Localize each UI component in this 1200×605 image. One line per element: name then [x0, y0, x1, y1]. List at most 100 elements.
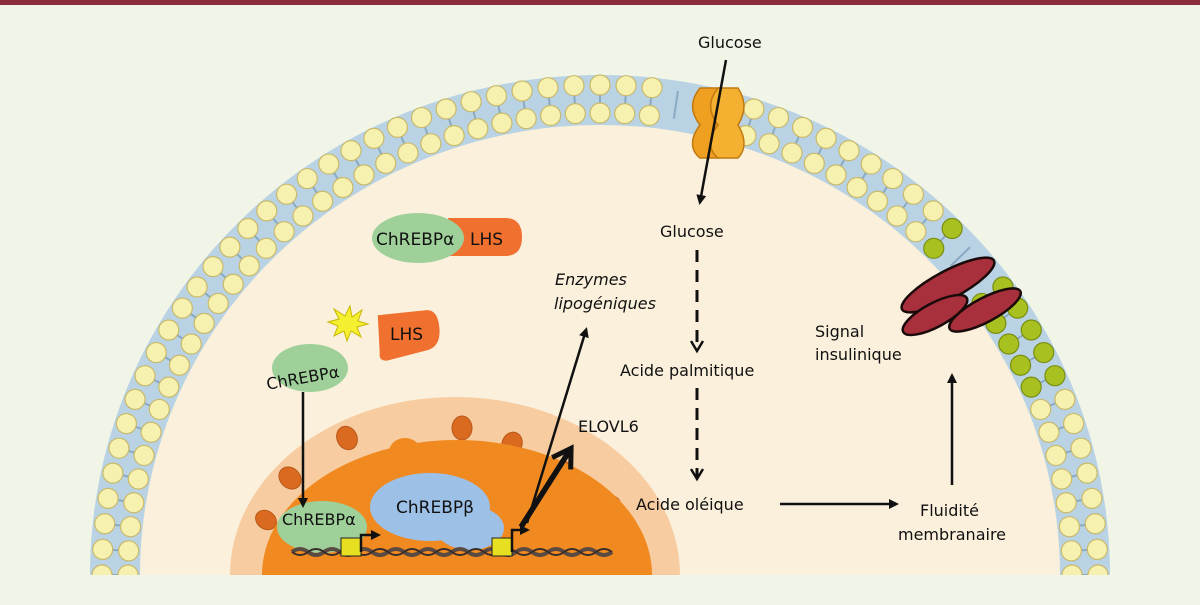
lipid-head-inner — [1045, 444, 1067, 467]
chrebp-lhs-complex: ChREBPα LHS — [372, 213, 522, 263]
lipid-head-outer — [838, 140, 860, 162]
lipid-head-inner — [255, 237, 277, 259]
lipid-head-outer — [743, 98, 765, 120]
lipid-head-outer — [1087, 564, 1109, 575]
arrow-to-elovl6 — [518, 450, 570, 529]
lipid-head-inner — [193, 312, 215, 334]
arrow-to-lipogenic-enzymes — [525, 327, 589, 524]
lipid-head-inner — [540, 104, 562, 127]
lipid-head-inner — [589, 102, 611, 124]
insulin-signal-label-line1: Signal — [815, 322, 864, 341]
lipid-head-inner — [397, 142, 419, 164]
lipid-head-inner — [127, 468, 149, 490]
lipid-heads-inner-layer — [117, 102, 1083, 575]
lipid-head-outer — [460, 91, 482, 113]
glucose-outside-label: Glucose — [698, 33, 762, 52]
fluidity-label-line2: membranaire — [898, 525, 1006, 544]
insulin-signal-label-line2: insulinique — [815, 345, 902, 364]
promoter-box-2 — [491, 537, 513, 557]
lipid-head-inner — [375, 152, 397, 174]
lipid-head-outer — [641, 77, 663, 99]
lipid-head-outer — [145, 341, 167, 364]
lipid-head-inner — [158, 376, 180, 398]
lipid-head-outer — [108, 437, 130, 459]
lipid-head-outer — [318, 153, 340, 175]
lipid-head-inner — [118, 540, 140, 562]
lipid-head-inner — [886, 205, 908, 227]
lipid-head-outer — [237, 217, 259, 240]
lipid-head-inner — [238, 255, 260, 277]
lipid-head-inner — [148, 398, 170, 421]
lipid-head-inner — [1060, 540, 1082, 562]
lipid-head-outer — [92, 538, 114, 560]
lipid-head-outer — [256, 200, 278, 222]
lipid-head-outer — [791, 116, 814, 138]
lipid-head-outer — [767, 106, 790, 129]
lipid-head-outer — [386, 116, 409, 138]
chrebp-alpha-nucleus-label: ChREBPα — [282, 510, 356, 529]
lipid-head-outer — [941, 217, 963, 240]
lipid-head-outer — [1044, 365, 1066, 387]
lipid-head-outer — [485, 85, 508, 107]
lipid-head-inner — [998, 333, 1020, 355]
lipid-head-outer — [1033, 341, 1055, 364]
lipid-head-outer — [815, 127, 837, 150]
lhs-free-label: LHS — [390, 325, 423, 345]
lipid-head-outer — [1076, 462, 1098, 484]
lipid-head-outer — [219, 236, 241, 258]
lipogenic-enzymes-label-line1: Enzymes — [555, 270, 627, 289]
lipid-head-outer — [1081, 487, 1103, 509]
lipid-head-outer — [296, 167, 318, 190]
lipid-head-outer — [563, 75, 585, 97]
lipid-head-inner — [1051, 468, 1073, 490]
lipid-head-outer — [410, 106, 433, 129]
nuclear-pore-channel — [389, 438, 421, 466]
lipid-head-inner — [133, 444, 155, 467]
lipid-head-inner — [168, 354, 191, 376]
lipid-head-inner — [866, 190, 889, 212]
oleic-acid-label: Acide oléique — [636, 495, 744, 514]
lipid-head-inner — [222, 273, 244, 295]
lipid-head-outer — [134, 365, 156, 387]
lipid-head-inner — [614, 103, 636, 125]
lipid-head-inner — [207, 292, 229, 315]
lipogenic-enzymes-label-line2: lipogéniques — [554, 294, 656, 313]
lipid-head-outer — [115, 412, 137, 435]
lipid-head-inner — [420, 133, 442, 155]
lipid-heads-outer-layer — [91, 74, 1109, 575]
lipid-head-inner — [443, 125, 465, 147]
lhs-complex-label: LHS — [470, 230, 503, 250]
fluidity-label-line1: Fluidité — [920, 501, 979, 520]
lipid-head-outer — [186, 276, 208, 298]
lipid-head-outer — [537, 77, 559, 99]
insulin-receptor — [900, 256, 1023, 337]
lipid-head-inner — [1055, 492, 1077, 514]
lipid-head-inner — [758, 133, 780, 155]
top-bar — [0, 0, 1200, 5]
transcription-start-arrow-2 — [510, 525, 530, 552]
lipid-head-outer — [340, 140, 362, 162]
lipid-head-inner — [803, 152, 825, 174]
lipid-head-outer — [902, 183, 925, 205]
bottom-strip — [0, 575, 1200, 605]
transcription-start-arrow-1 — [359, 530, 381, 552]
lipid-head-inner — [515, 108, 537, 130]
lipid-head-inner — [117, 564, 139, 575]
chrebp-beta-label: ChREBPβ — [396, 498, 474, 518]
lipid-head-outer — [97, 487, 119, 509]
lipid-head-outer — [589, 74, 611, 96]
chrebp-alpha-free: ChREBPα — [265, 344, 348, 394]
lipid-head-outer — [1063, 412, 1085, 435]
elovl6-label: ELOVL6 — [578, 417, 639, 436]
chrebp-alpha-complex-label: ChREBPα — [376, 230, 454, 250]
lipid-head-outer — [882, 167, 904, 190]
lipid-head-outer — [860, 153, 882, 175]
lipid-tail — [672, 90, 679, 119]
lipid-head-outer — [1054, 388, 1076, 410]
lipid-head-inner — [781, 142, 803, 164]
lipid-head-outer — [171, 297, 193, 319]
lipid-head-inner — [825, 164, 847, 186]
promoter-box-1 — [340, 537, 362, 557]
lipid-head-inner — [846, 176, 868, 199]
